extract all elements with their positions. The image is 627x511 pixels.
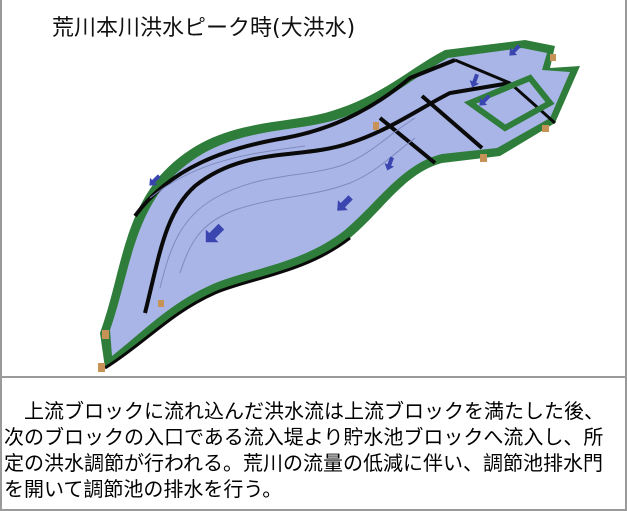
flow-arrow-icon	[337, 195, 353, 211]
cross-levee-lower	[420, 94, 484, 150]
gate-icon	[542, 125, 549, 132]
flow-arrow-icon	[469, 73, 480, 88]
gate-icon	[158, 300, 164, 307]
cross-levee-upper	[378, 116, 437, 165]
main-levee-line	[143, 81, 511, 314]
gate-icon	[550, 54, 556, 61]
frame-left-border	[0, 0, 2, 511]
flow-arrow-icon	[509, 44, 521, 56]
contour-line	[159, 117, 416, 289]
flow-arrow-icon	[479, 94, 491, 106]
flow-arrow-icon	[149, 174, 161, 186]
gate-icon	[373, 122, 379, 130]
bottom-edge-line	[104, 236, 351, 370]
figure-caption: 上流ブロックに流れ込んだ洪水流は上流ブロックを満たした後、次のブロックの入口であ…	[4, 398, 622, 502]
frame-bottom-border	[0, 509, 627, 511]
flow-arrow-icon	[205, 223, 225, 243]
flow-arrow-icon	[384, 156, 395, 171]
caption-text: 上流ブロックに流れ込んだ洪水流は上流ブロックを満たした後、次のブロックの入口であ…	[4, 399, 604, 501]
gate-icon	[98, 363, 105, 372]
gate-icon	[480, 154, 487, 162]
contour-line	[149, 145, 306, 199]
river-diagram	[98, 40, 580, 372]
upper-levee-line	[133, 58, 456, 218]
figure-title: 荒川本川洪水ピーク時(大洪水)	[52, 16, 356, 41]
gate-icon	[102, 330, 109, 339]
contour-line	[179, 137, 416, 274]
frame-right-border	[625, 0, 627, 511]
right-block-inner-levee	[463, 74, 555, 132]
frame-divider	[0, 376, 627, 378]
